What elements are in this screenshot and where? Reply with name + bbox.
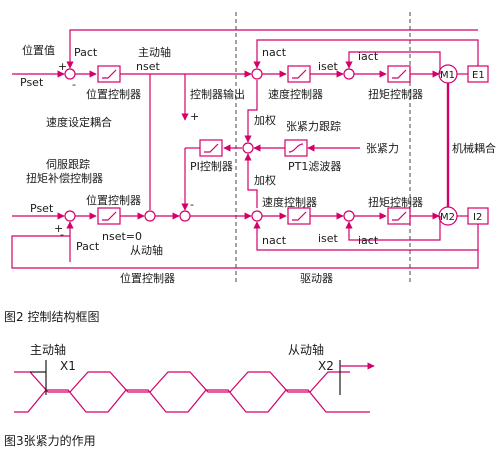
label-pset-bottom: Pset [30,202,54,215]
sum-bottom-nset [144,210,156,222]
label-x1: X1 [60,359,76,373]
label-pset-top: Pset [20,76,44,89]
figure3-diagram [14,360,375,413]
label-add-weight-top: 加权 [254,114,276,127]
label-position-value: 位置值 [22,43,55,57]
sum-bottom-torque [343,210,355,222]
figure3-caption: 图3张紧力的作用 [4,434,96,448]
label-iact-top: iact [358,50,379,63]
upper-profile [14,371,350,393]
label-pact-bottom: Pact [76,240,100,253]
sign-bottom-plus: + [54,222,63,235]
label-torque-controller-top: 扭矩控制器 [368,87,423,101]
label-servo-tracking-2: 扭矩补偿控制器 [26,171,103,185]
figure2-diagram [11,12,489,285]
sum-bottom-speed [251,210,263,222]
sum-bottom-pos [64,210,76,222]
label-e1: E1 [472,70,485,81]
label-slave: 从动轴 [288,342,324,357]
figure2-labels: 位置值 Pact 主动轴 nset nact iset iact Pset 位置… [20,43,496,285]
sign-bottom-minus: - [60,228,64,241]
label-master-axis-top: 主动轴 [138,45,171,59]
sum-top-torque [343,68,355,80]
label-servo-tracking-1: 伺服跟踪 [46,157,90,171]
label-pi-controller: PI控制器 [190,159,233,173]
label-torque-controller-bottom: 扭矩控制器 [368,195,423,209]
torque-controller-bottom-box [387,207,411,225]
label-i2: I2 [473,212,482,223]
label-pact-top: Pact [74,46,98,59]
label-add-weight-bottom: 加权 [254,174,276,187]
figure3-labels: 主动轴 X1 从动轴 X2 [30,342,334,373]
label-speed-controller-bottom: 速度控制器 [262,195,317,209]
label-position-controller-bottom: 位置控制器 [86,193,141,207]
position-controller-top-box [97,65,121,83]
label-iact-bottom: iact [358,234,379,247]
label-mech-coupling: 机械耦合 [452,141,496,155]
torque-controller-top-box [387,65,411,83]
label-m1: M1 [440,70,455,81]
sign-top-plus: + [58,60,67,73]
label-nset-top: nset [136,60,160,73]
lower-profile [14,389,370,413]
speed-controller-bottom-box [287,207,311,225]
label-pt1-filter: PT1滤波器 [288,160,341,173]
sign-top-minus: - [72,78,76,91]
sign-pi-minus: - [190,198,194,211]
sum-tension [242,142,254,154]
label-slave-axis: 从动轴 [130,243,163,257]
pt1-filter-box [284,139,308,157]
sum-bottom-comp [179,210,191,222]
label-speed-controller-top: 速度控制器 [268,87,323,101]
label-master: 主动轴 [30,342,66,357]
label-nact-top: nact [262,46,287,59]
position-controller-bottom-box [97,207,121,225]
label-nact-bottom: nact [262,234,287,247]
speed-controller-top-box [287,65,311,83]
label-x2: X2 [318,359,334,373]
label-iset-top: iset [318,60,339,73]
label-tension-tracking: 张紧力跟踪 [286,119,341,133]
figure2-caption: 图2 控制结构框图 [4,310,100,324]
label-nset-zero: nset=0 [102,230,142,243]
label-position-controller-footer: 位置控制器 [120,271,175,285]
sign-pi-plus: + [190,110,199,123]
label-position-controller-top: 位置控制器 [86,87,141,101]
label-speed-coupling: 速度设定耦合 [46,115,112,129]
pi-controller-box [199,139,223,157]
label-controller-output: 控制器输出 [190,87,245,101]
label-drive: 驱动器 [300,272,333,285]
sum-top-speed [251,68,263,80]
label-tension: 张紧力 [366,142,399,155]
label-m2: M2 [440,212,455,223]
label-iset-bottom: iset [318,232,339,245]
